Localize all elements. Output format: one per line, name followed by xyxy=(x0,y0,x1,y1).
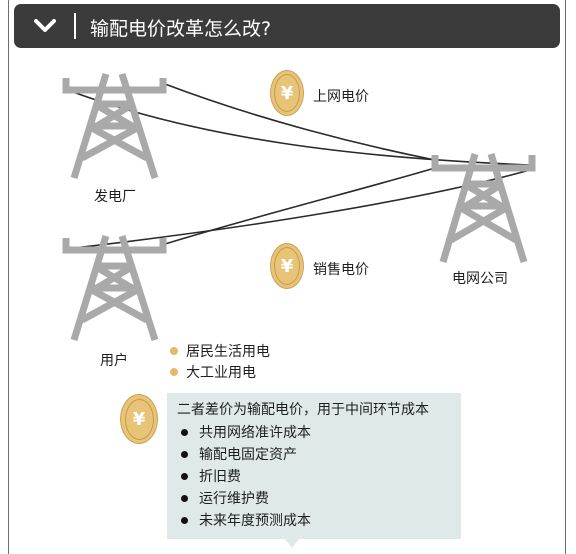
coin-symbol: ¥ xyxy=(274,74,300,112)
list-item: 居民生活用电 xyxy=(170,340,270,361)
node-label-user: 用户 xyxy=(100,353,128,369)
node-label-grid: 电网公司 xyxy=(452,271,508,287)
chevron-down-icon[interactable] xyxy=(32,14,58,38)
bullet-dot-icon xyxy=(170,367,178,376)
explanation-item: 运行维护费 xyxy=(199,491,269,507)
bullet-icon xyxy=(181,516,188,524)
yuan-coin-icon: ¥ xyxy=(120,394,158,444)
bullet-dot-icon xyxy=(170,346,178,355)
explanation-item: 折旧费 xyxy=(199,469,241,485)
bullet-icon xyxy=(181,428,188,436)
list-item: 未来年度预测成本 xyxy=(177,509,451,531)
tower-user-icon xyxy=(62,234,167,342)
explanation-pointer xyxy=(285,539,299,548)
tower-plant-icon xyxy=(62,72,167,180)
node-label-plant: 发电厂 xyxy=(94,189,136,205)
list-item: 大工业用电 xyxy=(170,361,270,382)
coin-symbol: ¥ xyxy=(274,247,300,285)
page-frame xyxy=(8,0,566,554)
page-title: 输配电价改革怎么改? xyxy=(90,18,272,40)
list-item: 输配电固定资产 xyxy=(177,443,451,465)
line-user-grid-top xyxy=(164,167,436,245)
user-type-list: 居民生活用电 大工业用电 xyxy=(170,340,270,382)
bullet-icon xyxy=(181,494,188,502)
explanation-box: 二者差价为输配电价，用于中间环节成本 共用网络准许成本 输配电固定资产 折旧费 … xyxy=(167,393,461,539)
tower-grid-icon xyxy=(431,152,536,264)
bullet-icon xyxy=(181,472,188,480)
yuan-coin-icon: ¥ xyxy=(270,243,304,289)
coin-symbol: ¥ xyxy=(124,398,154,440)
list-item: 运行维护费 xyxy=(177,487,451,509)
user-type-label: 大工业用电 xyxy=(186,364,256,381)
list-item: 折旧费 xyxy=(177,465,451,487)
header-divider xyxy=(74,13,76,39)
yuan-coin-icon: ¥ xyxy=(270,70,304,116)
user-type-label: 居民生活用电 xyxy=(186,343,270,360)
explanation-item: 未来年度预测成本 xyxy=(199,513,311,529)
list-item: 共用网络准许成本 xyxy=(177,421,451,443)
header-bar: 输配电价改革怎么改? xyxy=(14,4,560,48)
explanation-item: 输配电固定资产 xyxy=(199,447,297,463)
price-label-sales: 销售电价 xyxy=(313,262,369,278)
price-label-upstream: 上网电价 xyxy=(313,89,369,105)
bullet-icon xyxy=(181,450,188,458)
explanation-item: 共用网络准许成本 xyxy=(199,425,311,441)
line-plant-grid-top xyxy=(164,83,436,161)
explanation-head: 二者差价为输配电价，用于中间环节成本 xyxy=(177,402,429,418)
